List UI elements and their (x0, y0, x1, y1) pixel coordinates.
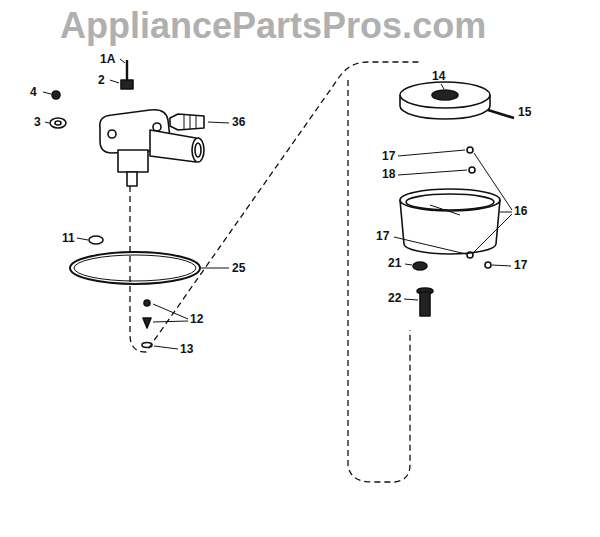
tube-outlet (192, 138, 204, 162)
body-stem (127, 172, 137, 186)
leader-line (154, 346, 178, 349)
float (400, 82, 490, 108)
callout-number: 1A (100, 53, 115, 65)
float-bowl (400, 189, 500, 211)
small-part (485, 262, 491, 268)
pin (126, 60, 128, 82)
clip (142, 343, 152, 348)
leader-line (153, 321, 188, 322)
callout-number: 15 (518, 106, 531, 118)
leader-line (404, 299, 418, 300)
thread (190, 115, 191, 129)
callout-number: 16 (514, 205, 527, 217)
needle-part (144, 300, 150, 306)
float-hole (432, 90, 458, 100)
leader-line (474, 214, 512, 252)
callout-number: 13 (180, 343, 193, 355)
callout-number: 17 (514, 259, 527, 271)
washer (413, 262, 427, 270)
float-bowl-rim (406, 194, 494, 210)
leader-line (77, 238, 88, 240)
leader-line (394, 237, 466, 254)
leader-line (45, 122, 49, 123)
callout-number: 36 (232, 116, 245, 128)
callout-number: 21 (388, 257, 401, 269)
bowl-gasket (74, 255, 196, 281)
leader-line (500, 212, 512, 213)
callout-number: 4 (30, 86, 37, 98)
watermark: AppliancePartsPros.com (60, 8, 486, 44)
callout-number: 25 (232, 262, 245, 274)
tube-bore (195, 143, 201, 157)
needle-part (143, 318, 151, 328)
callout-number: 12 (190, 313, 203, 325)
body-lower (118, 150, 148, 172)
callout-number: 17 (376, 230, 389, 242)
leader-line (398, 170, 467, 175)
fitting (170, 114, 204, 130)
small-part (467, 252, 473, 258)
assembly-line (348, 80, 410, 482)
thread (184, 115, 185, 129)
small-part (467, 147, 473, 153)
leader-line (120, 59, 125, 63)
leader-line (208, 122, 229, 123)
flange-hole (108, 130, 116, 138)
leader-line (398, 150, 465, 156)
washer (50, 118, 66, 128)
leader-line (441, 84, 444, 89)
callout-number: 3 (34, 116, 41, 128)
leader-line (492, 265, 511, 266)
callout-number: 14 (432, 70, 445, 82)
ball (52, 91, 60, 99)
callout-number: 18 (382, 168, 395, 180)
assembly-line (130, 62, 420, 352)
leader-line (153, 304, 188, 319)
leader-line (405, 264, 412, 265)
flange-hole (153, 123, 161, 131)
leader-line (201, 268, 229, 269)
washer-hole (55, 121, 61, 125)
leader-line (43, 92, 51, 94)
callout-number: 22 (388, 292, 401, 304)
leader-line (474, 153, 512, 210)
leader-line (110, 80, 119, 83)
float-pin (488, 110, 514, 118)
callout-number: 11 (62, 232, 75, 244)
callout-number: 17 (382, 150, 395, 162)
thread (196, 115, 197, 129)
bowl-detail (430, 205, 460, 215)
o-ring (89, 236, 103, 244)
bolt (420, 292, 430, 316)
body-tube (150, 130, 196, 162)
small-part (469, 167, 475, 173)
callout-number: 2 (98, 74, 105, 86)
bowl-gasket (70, 252, 200, 284)
nut (121, 80, 133, 89)
